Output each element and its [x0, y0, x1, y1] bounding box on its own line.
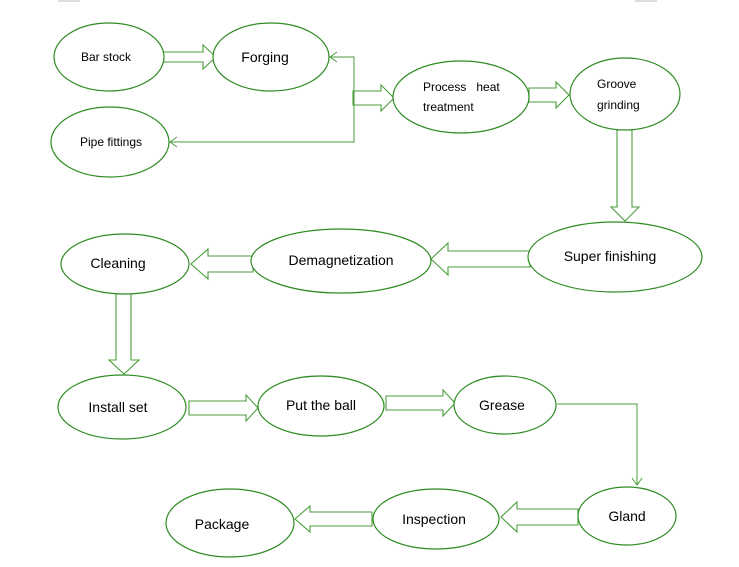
node-grease: Grease: [453, 375, 557, 435]
node-label-line-1: Groove: [597, 77, 637, 91]
node-label: Forging: [241, 49, 288, 65]
node-label: Inspection: [402, 511, 466, 527]
arrow-gland-to-inspection: [500, 500, 579, 534]
arrow-demagnetization-to-cleaning: [190, 247, 254, 281]
node-label: Pipe fittings: [80, 135, 142, 149]
node-super-finishing: Super finishing: [527, 221, 703, 293]
arrowhead-to-pipe-fittings: [169, 136, 178, 148]
arrowhead-to-forging: [329, 51, 338, 63]
node-label: Put the ball: [286, 397, 356, 413]
node-label: Demagnetization: [288, 252, 393, 268]
arrow-cleaning-to-install-set: [107, 293, 141, 375]
arrow-inspection-to-package: [294, 504, 373, 534]
node-pipe-fittings: Pipe fittings: [50, 106, 170, 178]
arrow-put-the-ball-to-grease: [385, 388, 456, 418]
arrow-forging-to-heat-treatment: [352, 83, 395, 113]
arrow-barstock-to-forging: [162, 43, 217, 71]
node-label: Grease: [479, 397, 525, 413]
node-label: Gland: [608, 508, 645, 524]
node-label: Super finishing: [564, 248, 657, 264]
node-demagnetization: Demagnetization: [250, 228, 432, 294]
node-gland: Gland: [577, 486, 677, 546]
node-label-line-2: treatment: [423, 100, 474, 114]
arrowhead-to-gland: [631, 477, 643, 486]
node-process-heat-treatment: Process heat treatment: [392, 60, 530, 134]
node-label: Cleaning: [90, 255, 145, 271]
node-put-the-ball: Put the ball: [257, 375, 385, 437]
node-package: Package: [165, 488, 295, 558]
node-label: Bar stock: [81, 50, 132, 64]
arrow-heat-treatment-to-groove-grinding: [528, 80, 570, 110]
connector-grease-to-gland: [557, 403, 638, 485]
arrow-groove-grinding-to-super-finishing: [609, 129, 641, 222]
node-bar-stock: Bar stock: [53, 22, 165, 92]
connector-branch-line: [170, 56, 355, 143]
node-label: Install set: [88, 399, 147, 415]
node-inspection: Inspection: [372, 488, 500, 550]
node-label-line-2: grinding: [597, 98, 640, 112]
node-label: Package: [195, 516, 250, 532]
arrow-super-finishing-to-demagnetization: [430, 241, 531, 277]
node-groove-grinding: Groove grinding: [569, 57, 681, 131]
node-cleaning: Cleaning: [60, 233, 190, 295]
arrow-install-set-to-put-the-ball: [188, 393, 259, 423]
node-install-set: Install set: [57, 374, 187, 440]
node-forging: Forging: [212, 22, 330, 92]
node-label-line-1: Process heat: [423, 80, 500, 94]
